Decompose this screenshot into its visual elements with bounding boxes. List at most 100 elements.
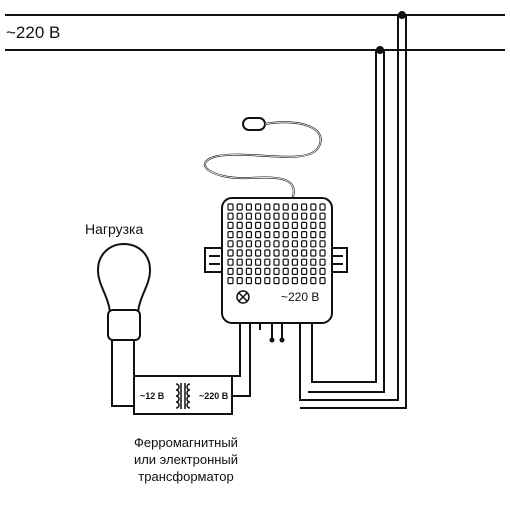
grille-slot bbox=[236, 221, 243, 229]
grille-slot bbox=[310, 221, 317, 229]
grille-slot bbox=[255, 231, 262, 239]
grille-slot bbox=[319, 267, 326, 275]
grille-slot bbox=[255, 267, 262, 275]
grille-slot bbox=[282, 231, 289, 239]
grille-slot bbox=[310, 231, 317, 239]
grille-slot bbox=[264, 221, 271, 229]
grille-slot bbox=[282, 258, 289, 266]
grille-slot bbox=[291, 277, 298, 285]
grille-slot bbox=[319, 231, 326, 239]
grille-slot bbox=[282, 267, 289, 275]
grille-slot bbox=[310, 212, 317, 220]
mounting-ear-right bbox=[330, 247, 348, 273]
grille-slot bbox=[291, 231, 298, 239]
grille-slot bbox=[273, 249, 280, 257]
grille-slot bbox=[255, 258, 262, 266]
transformer-coil-left bbox=[175, 383, 180, 409]
dimmer-voltage-label: ~220 В bbox=[281, 290, 319, 304]
grille-slot bbox=[245, 267, 252, 275]
grille-slot bbox=[236, 203, 243, 211]
grille-slot bbox=[264, 240, 271, 248]
grille-slot bbox=[227, 231, 234, 239]
grille-slot bbox=[236, 277, 243, 285]
grille-slot bbox=[255, 212, 262, 220]
grille-slot bbox=[273, 277, 280, 285]
grille-slot bbox=[236, 267, 243, 275]
mains-voltage-label: ~220 В bbox=[6, 23, 60, 42]
grille-slot bbox=[291, 212, 298, 220]
grille-slot bbox=[319, 240, 326, 248]
grille-slot bbox=[227, 277, 234, 285]
cross-line-b bbox=[238, 292, 248, 302]
transformer-caption-line-1: Ферромагнитный bbox=[134, 435, 238, 450]
grille-slot bbox=[236, 258, 243, 266]
temperature-probe bbox=[204, 117, 322, 201]
grille-slot bbox=[291, 258, 298, 266]
transformer-caption-line-2: или электронный bbox=[134, 452, 238, 467]
grille-slot bbox=[301, 203, 308, 211]
junction-dot-bottom bbox=[376, 46, 384, 54]
grille-slot bbox=[236, 240, 243, 248]
grille-slot bbox=[291, 267, 298, 275]
bulb-wire-left bbox=[111, 340, 135, 407]
grille-slot bbox=[264, 267, 271, 275]
grille-slot bbox=[236, 231, 243, 239]
grille-slot bbox=[245, 240, 252, 248]
grille-slot bbox=[282, 277, 289, 285]
transformer-output-label: ~220 В bbox=[199, 391, 229, 401]
grille-slot bbox=[236, 249, 243, 257]
grille-slot bbox=[227, 221, 234, 229]
grille-slot bbox=[227, 212, 234, 220]
transformer-caption-line-3: трансформатор bbox=[138, 469, 233, 484]
probe-head bbox=[242, 117, 266, 131]
grille-slot bbox=[245, 231, 252, 239]
grille-slot bbox=[319, 212, 326, 220]
grille-slot bbox=[319, 277, 326, 285]
grille-slot bbox=[291, 221, 298, 229]
grille-slot bbox=[301, 267, 308, 275]
grille-slot bbox=[264, 277, 271, 285]
grille-slot bbox=[310, 267, 317, 275]
grille-slot bbox=[273, 267, 280, 275]
transformer-coil-right bbox=[186, 383, 191, 409]
grille-slot bbox=[291, 249, 298, 257]
grille-slot bbox=[301, 240, 308, 248]
grille-slot bbox=[264, 212, 271, 220]
grille-slot bbox=[301, 231, 308, 239]
grille-slot bbox=[301, 212, 308, 220]
grille-slot bbox=[319, 249, 326, 257]
grille-slot bbox=[255, 221, 262, 229]
mounting-ear-left bbox=[204, 247, 222, 273]
probe-wire-inner bbox=[204, 121, 321, 201]
grille-slot bbox=[273, 203, 280, 211]
grille-slot bbox=[282, 240, 289, 248]
grille-slot bbox=[227, 267, 234, 275]
grille-slot bbox=[227, 203, 234, 211]
grille-slot bbox=[255, 277, 262, 285]
grille-slot bbox=[255, 203, 262, 211]
grille-slot bbox=[282, 212, 289, 220]
grille-slot bbox=[301, 221, 308, 229]
grille-slot bbox=[255, 240, 262, 248]
mains-to-dimmer-wires bbox=[299, 15, 407, 409]
transformer: ~12 В ~220 В bbox=[133, 375, 233, 415]
grille-slot bbox=[310, 203, 317, 211]
junction-dot-top bbox=[398, 11, 406, 19]
grille-slot bbox=[310, 258, 317, 266]
grille-slot bbox=[291, 240, 298, 248]
grille-slot bbox=[227, 258, 234, 266]
grille-slot bbox=[319, 221, 326, 229]
grille-slot bbox=[255, 249, 262, 257]
lamp-load: Нагрузка bbox=[85, 221, 152, 407]
grille-slot bbox=[310, 249, 317, 257]
grille-slot bbox=[245, 277, 252, 285]
grille-slot bbox=[245, 212, 252, 220]
lead-dot-a bbox=[269, 337, 275, 343]
probe-wire bbox=[204, 121, 322, 201]
grille-slot bbox=[245, 249, 252, 257]
grille-slot bbox=[319, 203, 326, 211]
grille-slot bbox=[282, 203, 289, 211]
grille-slot bbox=[273, 240, 280, 248]
grille-slot bbox=[264, 258, 271, 266]
